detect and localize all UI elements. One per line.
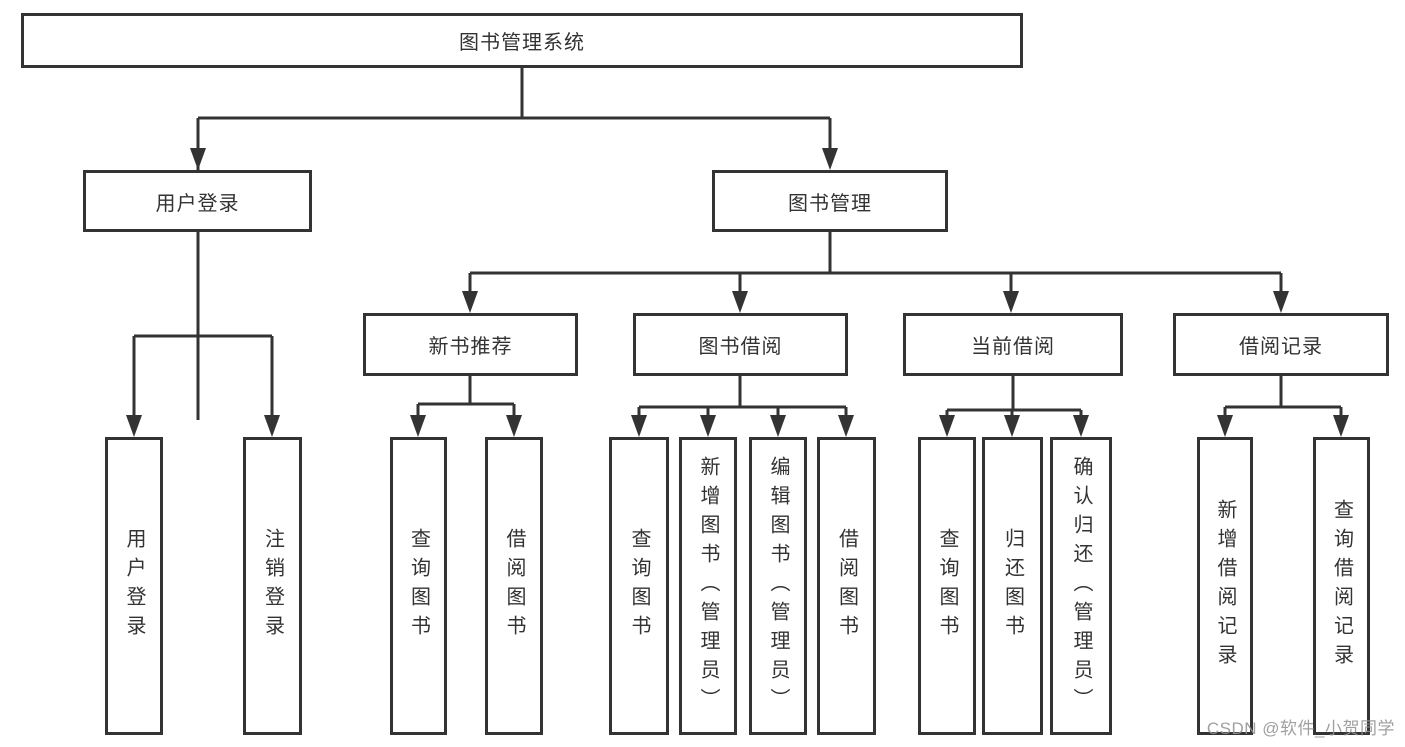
leaf-logout-login: 注销登录	[243, 437, 302, 735]
node-user-login: 用户登录	[83, 170, 312, 232]
leaf-edit-book-admin-label: 编辑图书（管理员）	[767, 455, 789, 717]
node-borrow-records-label: 借阅记录	[1239, 336, 1323, 358]
leaf-query-books-current: 查询图书	[918, 437, 976, 735]
node-borrow-records: 借阅记录	[1173, 313, 1389, 376]
node-new-book-recommend-label: 新书推荐	[428, 336, 513, 358]
leaf-add-book-admin: 新增图书（管理员）	[679, 437, 737, 735]
node-book-borrow-label: 图书借阅	[698, 336, 783, 358]
node-book-management-label: 图书管理	[788, 192, 872, 215]
leaf-query-books-current-label: 查询图书	[936, 528, 958, 644]
node-current-borrow-label: 当前借阅	[971, 336, 1055, 358]
leaf-add-borrow-record: 新增借阅记录	[1197, 437, 1253, 735]
leaf-borrow-books-recommend: 借阅图书	[485, 437, 543, 735]
leaf-query-books-recommend: 查询图书	[390, 437, 447, 735]
node-book-management: 图书管理	[712, 170, 948, 232]
node-book-borrow: 图书借阅	[633, 313, 848, 376]
leaf-return-book: 归还图书	[982, 437, 1043, 735]
leaf-confirm-return-admin: 确认归还（管理员）	[1050, 437, 1112, 735]
leaf-edit-book-admin: 编辑图书（管理员）	[749, 437, 807, 735]
leaf-user-login: 用户登录	[105, 437, 163, 735]
leaf-query-books-borrow-label: 查询图书	[628, 528, 650, 644]
leaf-user-login-label: 用户登录	[123, 528, 145, 644]
leaf-add-book-admin-label: 新增图书（管理员）	[697, 455, 719, 717]
leaf-borrow-books: 借阅图书	[817, 437, 876, 735]
leaf-add-borrow-record-label: 新增借阅记录	[1214, 499, 1236, 673]
leaf-query-borrow-record: 查询借阅记录	[1313, 437, 1370, 735]
leaf-query-borrow-record-label: 查询借阅记录	[1330, 499, 1353, 673]
leaf-borrow-books-recommend-label: 借阅图书	[503, 528, 525, 644]
node-current-borrow: 当前借阅	[903, 313, 1123, 376]
leaf-logout-login-label: 注销登录	[261, 528, 284, 644]
node-new-book-recommend: 新书推荐	[363, 313, 578, 376]
leaf-confirm-return-admin-label: 确认归还（管理员）	[1070, 455, 1092, 717]
csdn-watermark: CSDN @软件_小贺同学	[1206, 719, 1395, 738]
leaf-return-book-label: 归还图书	[1001, 528, 1024, 644]
leaf-query-books-borrow: 查询图书	[609, 437, 669, 735]
node-library-management-system: 图书管理系统	[21, 13, 1023, 68]
leaf-query-books-recommend-label: 查询图书	[407, 528, 430, 644]
leaf-borrow-books-label: 借阅图书	[835, 528, 858, 644]
node-library-management-system-label: 图书管理系统	[459, 32, 585, 54]
node-user-login-label: 用户登录	[155, 192, 240, 215]
